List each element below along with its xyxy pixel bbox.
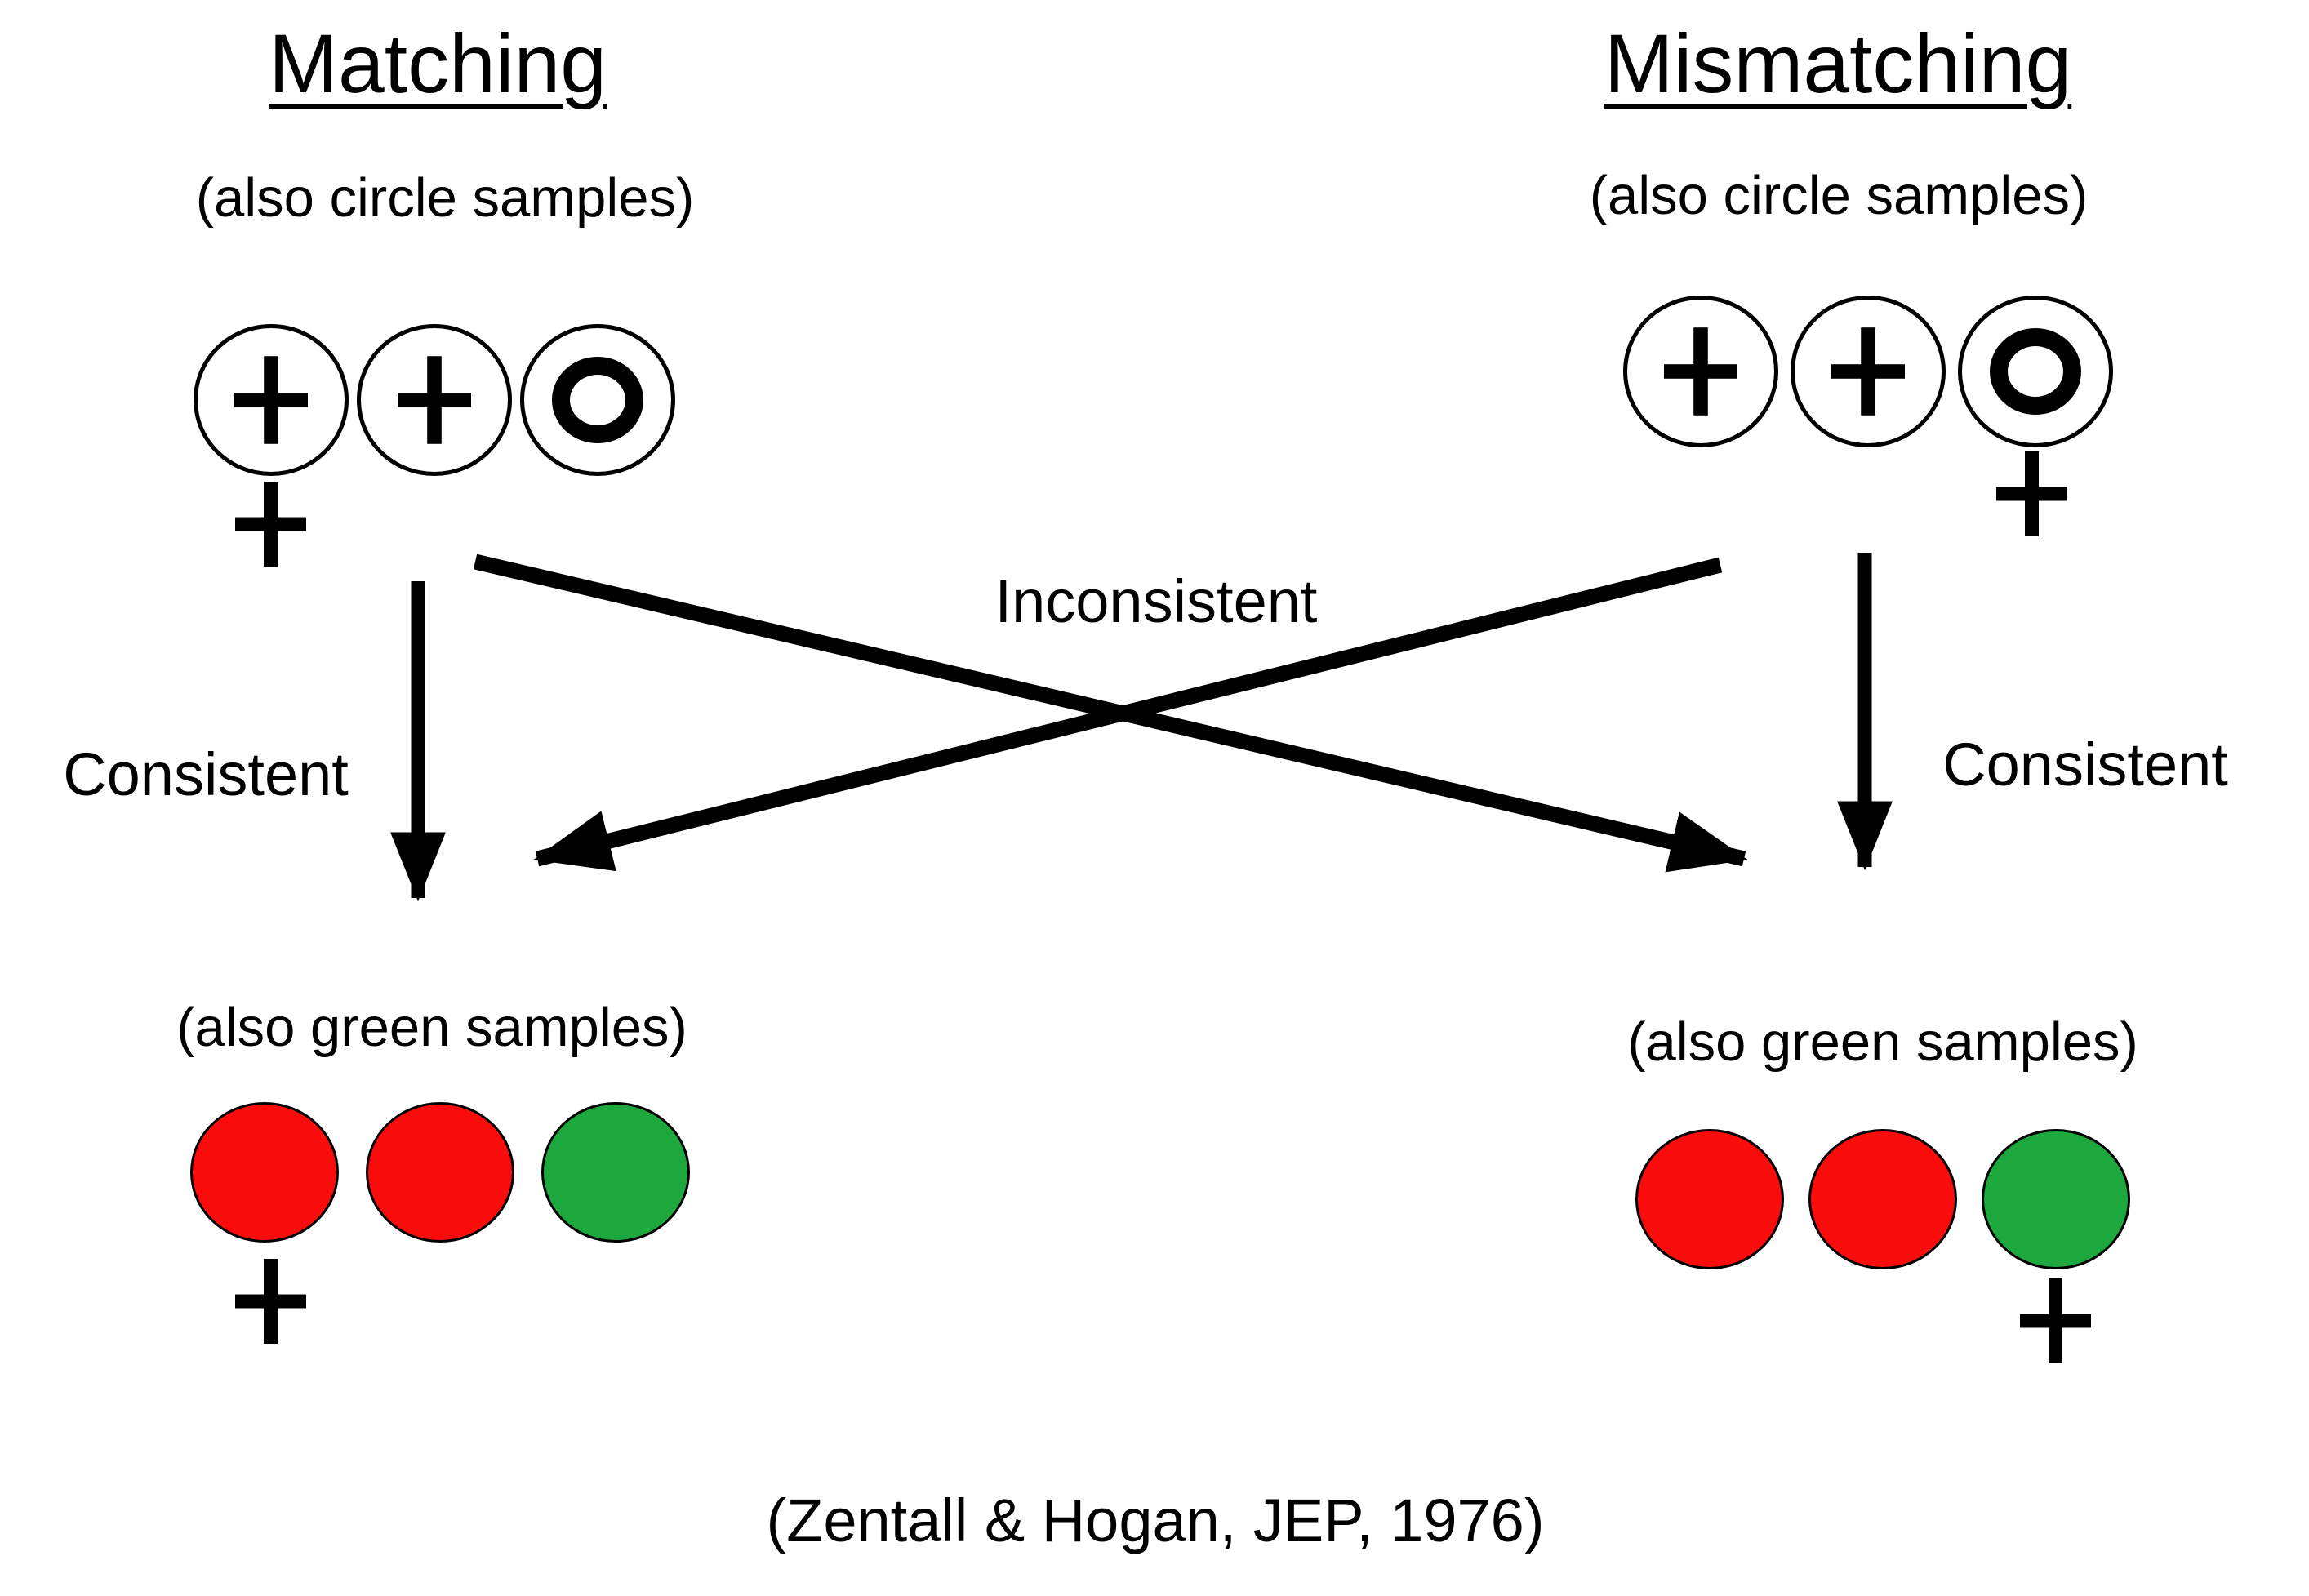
mismatching-sample-row (1623, 296, 2113, 447)
matching-bottom-caption: (also green samples) (176, 997, 687, 1058)
mismatching-color-sample-row (1635, 1129, 2130, 1269)
matching-title: Matching (269, 17, 607, 110)
plus-icon (234, 356, 308, 444)
matching-color-sample-row (190, 1102, 690, 1243)
inconsistent-label: Inconsistent (994, 567, 1318, 635)
sample-dot-green (1982, 1129, 2130, 1269)
sample-dot-red (366, 1102, 514, 1243)
matching-comparison-plus (235, 482, 306, 567)
matching-subtitle: (also circle samples) (195, 167, 695, 229)
plus-icon (398, 356, 471, 444)
sample-dot-red (1635, 1129, 1784, 1269)
mismatching-subtitle: (also circle samples) (1589, 165, 2089, 226)
plus-icon (1996, 451, 2067, 536)
sample-circle-ring (520, 324, 675, 476)
plus-icon (235, 1259, 306, 1344)
sample-circle-plus (194, 324, 349, 476)
mismatching-bottom-caption: (also green samples) (1627, 1011, 2138, 1073)
mismatching-comparison-plus (1996, 451, 2067, 536)
ring-icon (552, 357, 643, 443)
sample-dot-red (1808, 1129, 1957, 1269)
mismatching-bottom-comparison-plus (2020, 1278, 2091, 1363)
matching-sample-row (194, 324, 675, 476)
citation: (Zentall & Hogan, JEP, 1976) (766, 1487, 1545, 1554)
sample-circle-plus (1791, 296, 1946, 447)
plus-icon (1831, 327, 1905, 416)
plus-icon (2020, 1278, 2091, 1363)
plus-icon (1664, 327, 1737, 416)
sample-circle-plus (357, 324, 512, 476)
inconsistent-arrow-right-to-left (533, 557, 1723, 872)
matching-bottom-comparison-plus (235, 1259, 306, 1344)
sample-circle-plus (1623, 296, 1778, 447)
ring-icon (1990, 328, 2081, 415)
consistent-label-right: Consistent (1942, 731, 2228, 798)
mismatching-title: Mismatching (1604, 17, 2072, 110)
sample-circle-ring (1958, 296, 2113, 447)
sample-dot-red (190, 1102, 339, 1243)
consistent-label-left: Consistent (63, 740, 349, 808)
plus-icon (235, 482, 306, 567)
sample-dot-green (541, 1102, 690, 1243)
